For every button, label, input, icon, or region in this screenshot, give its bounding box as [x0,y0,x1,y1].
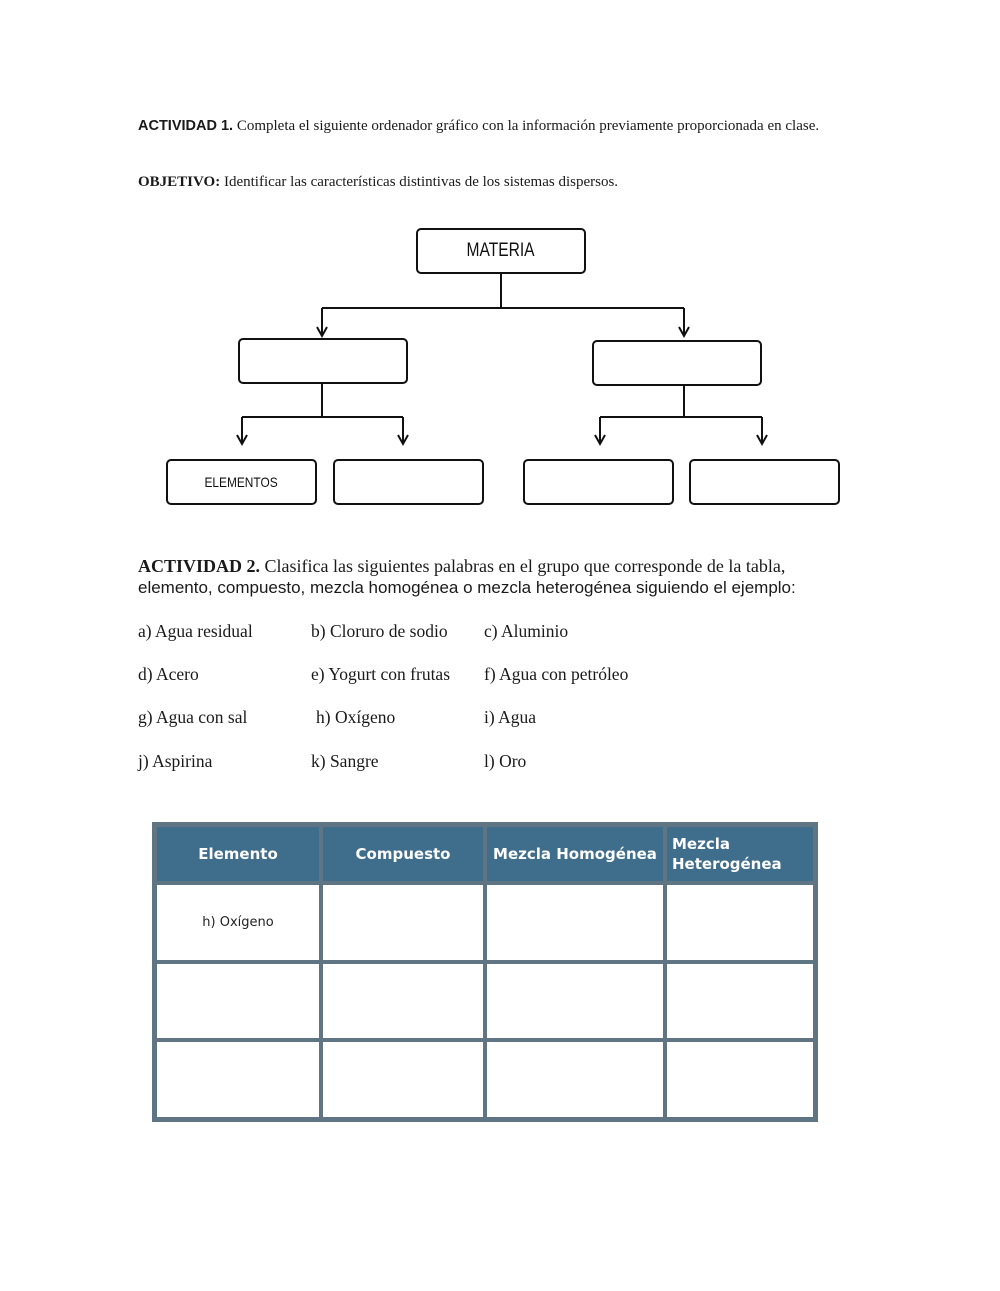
table-row [155,1040,815,1119]
header-mezcla-homogenea: Mezcla Homogénea [485,825,665,883]
table-cell[interactable] [485,961,665,1041]
table-cell[interactable] [155,961,321,1041]
table-cell[interactable] [321,883,485,962]
table-cell[interactable] [155,1040,321,1119]
concept-map-level1-box-right[interactable] [592,340,762,386]
word-item: b) Cloruro de sodio [311,621,448,641]
word-item: g) Agua con sal [138,707,248,727]
table-cell[interactable] [321,1040,485,1119]
concept-map-connectors [236,274,768,447]
word-item: a) Agua residual [138,621,253,641]
activity-1-label: ACTIVIDAD 1. [138,118,234,134]
objective-label: OBJETIVO: [138,174,221,190]
table-cell[interactable] [665,883,815,962]
concept-map-root-box: MATERIA [416,228,586,274]
table-cell[interactable] [665,961,815,1041]
activity-2-label: ACTIVIDAD 2. [138,556,261,576]
table-cell: h) Oxígeno [155,883,321,962]
classification-table: Elemento Compuesto Mezcla Homogénea Mezc… [152,822,818,1122]
activity-2-instructions: ACTIVIDAD 2. Clasifica las siguientes pa… [138,556,838,598]
word-item: i) Agua [484,707,537,727]
word-item: l) Oro [484,751,527,771]
word-item: e) Yogurt con frutas [311,664,451,684]
word-item: k) Sangre [311,751,379,771]
header-elemento: Elemento [155,825,321,883]
word-item: h) Oxígeno [316,707,396,727]
objective: OBJETIVO: Identificar las característica… [138,171,618,193]
activity-1-text: Completa el siguiente ordenador gráfico … [236,118,820,134]
header-mezcla-heterogenea: Mezcla Heterogénea [665,825,815,883]
table-cell[interactable] [485,1040,665,1119]
table-cell[interactable] [665,1040,815,1119]
table-row: h) Oxígeno [155,883,815,962]
table-cell[interactable] [485,883,665,962]
objective-text: Identificar las características distinti… [223,174,619,190]
concept-map-root-label: MATERIA [466,240,536,261]
concept-map-level2-box-elementos: ELEMENTOS [166,459,317,505]
concept-map-level2-box-2[interactable] [333,459,484,505]
concept-map-level2-box-4[interactable] [689,459,840,505]
word-item: f) Agua con petróleo [484,664,629,684]
header-compuesto: Compuesto [321,825,485,883]
word-item: d) Acero [138,664,199,684]
table-cell[interactable] [321,961,485,1041]
word-item: j) Aspirina [138,751,213,771]
activity-2-text-sans: elemento, compuesto, mezcla homogénea o … [138,578,796,597]
concept-map-level1-box-left[interactable] [238,338,408,384]
table-header-row: Elemento Compuesto Mezcla Homogénea Mezc… [155,825,815,883]
activity-1-instructions: ACTIVIDAD 1. Completa el siguiente orden… [138,115,860,137]
concept-map-elementos-label: ELEMENTOS [204,474,279,490]
word-item: c) Aluminio [484,621,569,641]
activity-2-text-serif: Clasifica las siguientes palabras en el … [264,556,786,576]
table-row [155,961,815,1041]
concept-map-level2-box-3[interactable] [523,459,674,505]
